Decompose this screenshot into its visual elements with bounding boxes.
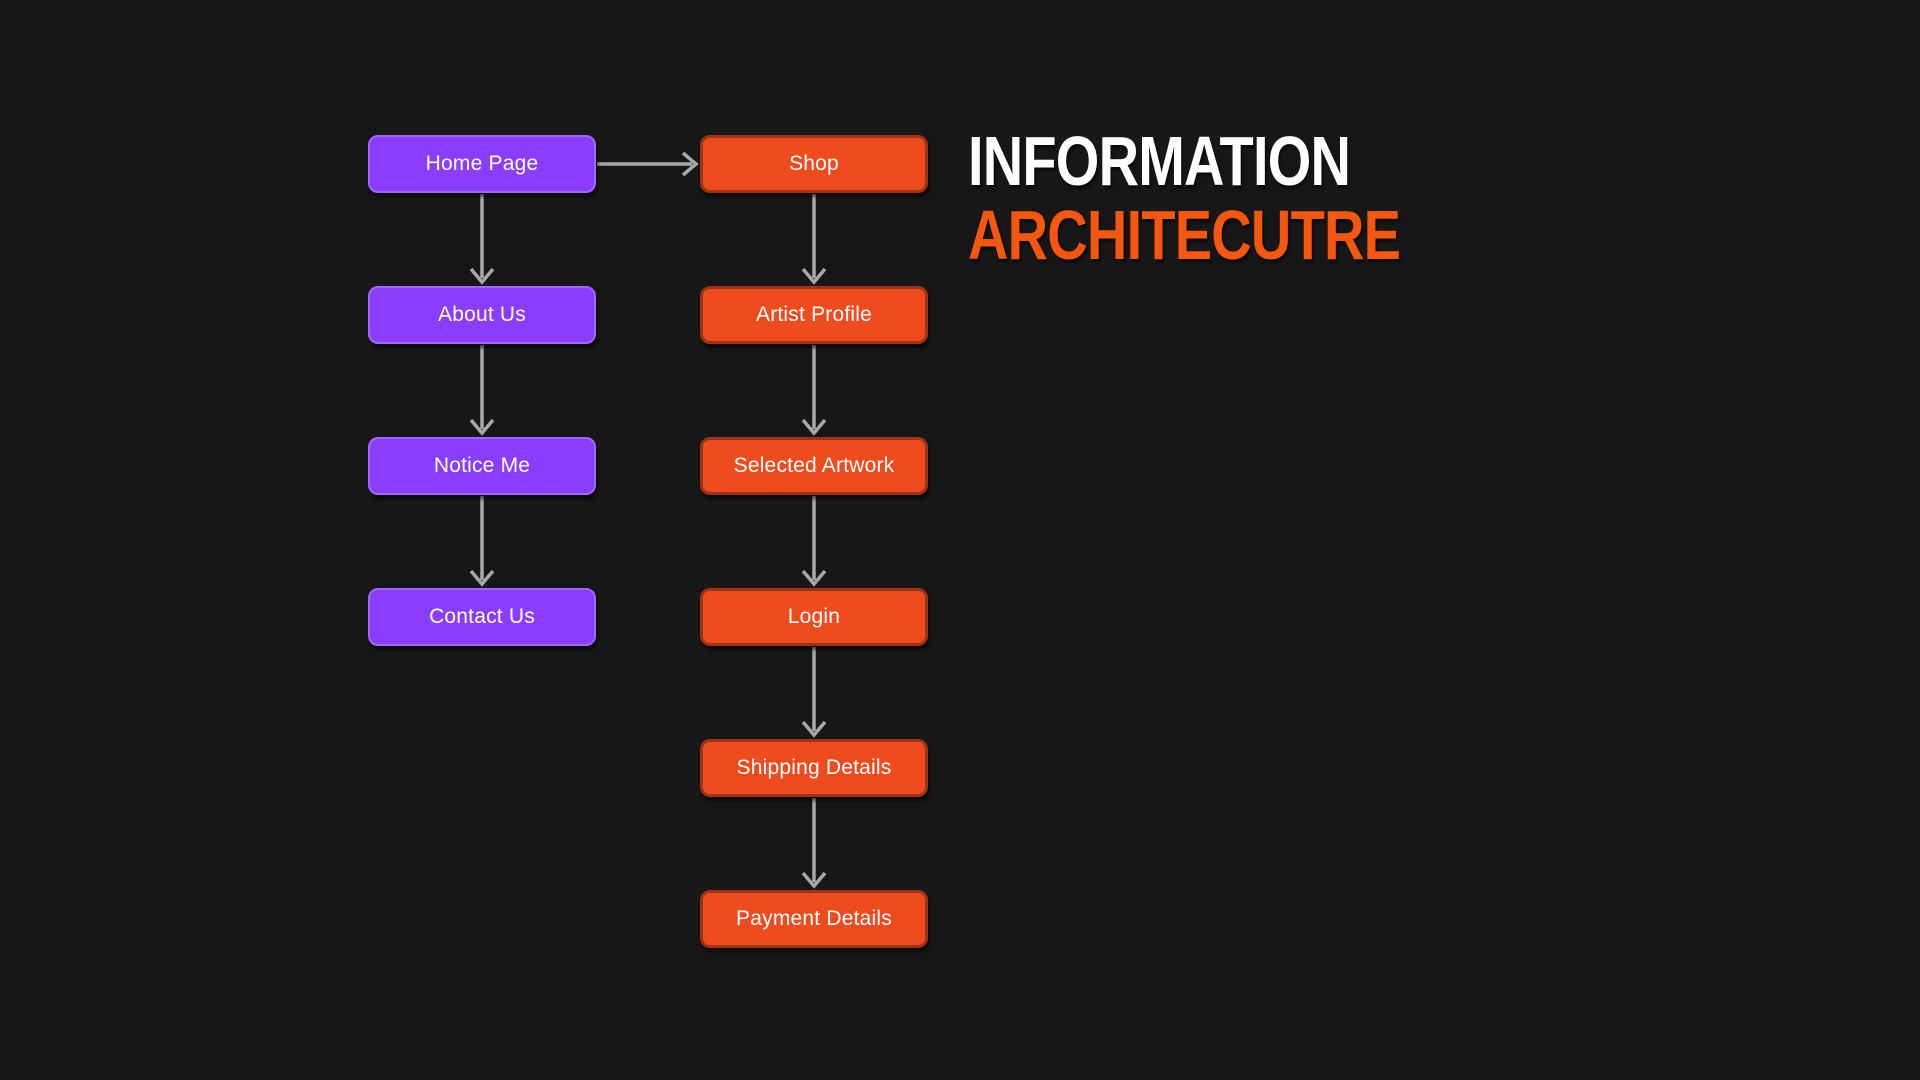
page-title-line-2: ARCHITECUTRE [968,196,1401,274]
arrow-selected-artwork-to-login [801,496,827,587]
flow-node-shipping-details[interactable]: Shipping Details [700,739,928,797]
flow-node-home-page[interactable]: Home Page [368,135,596,193]
arrow-shipping-details-to-payment-details [801,798,827,889]
arrow-artist-profile-to-selected-artwork [801,345,827,436]
arrow-notice-me-to-contact-us [469,496,495,587]
flow-node-notice-me[interactable]: Notice Me [368,437,596,495]
page-title: INFORMATION ARCHITECUTRE [968,122,1401,274]
arrow-login-to-shipping-details [801,647,827,738]
flow-node-payment-details[interactable]: Payment Details [700,890,928,948]
flow-node-about-us[interactable]: About Us [368,286,596,344]
flow-node-shop[interactable]: Shop [700,135,928,193]
flow-node-artist-profile[interactable]: Artist Profile [700,286,928,344]
arrow-home-page-to-shop [597,151,699,177]
page-title-line-1: INFORMATION [968,122,1351,200]
flow-node-selected-artwork[interactable]: Selected Artwork [700,437,928,495]
arrow-about-us-to-notice-me [469,345,495,436]
arrow-shop-to-artist-profile [801,194,827,285]
arrow-home-page-to-about-us [469,194,495,285]
flow-node-login[interactable]: Login [700,588,928,646]
flow-node-contact-us[interactable]: Contact Us [368,588,596,646]
